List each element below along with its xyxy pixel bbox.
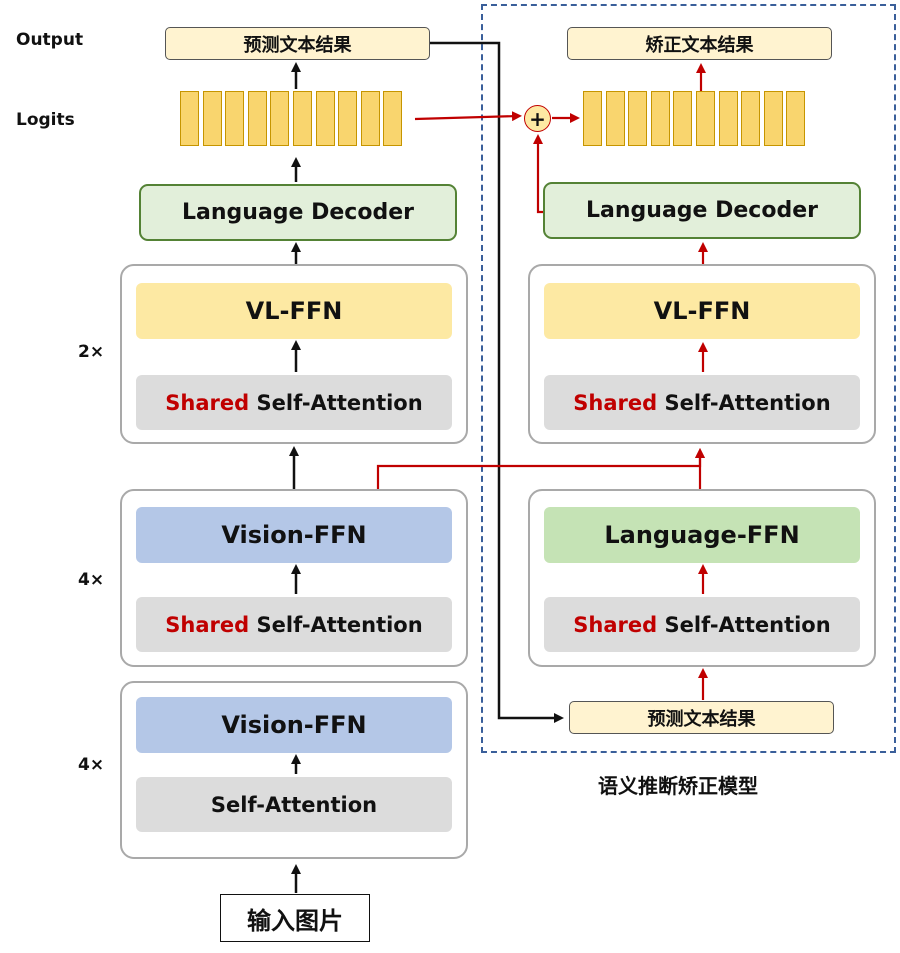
logit-cell [338, 91, 358, 146]
logits-label: Logits [16, 110, 75, 130]
repeat-label-2x: 2× [78, 342, 105, 362]
left-vision-ffn-1: Vision-FFN [136, 507, 452, 563]
repeat-label-4x-upper: 4× [78, 570, 105, 590]
logit-cell [741, 91, 761, 146]
right-shared-self-attention-1: Shared Self-Attention [544, 375, 860, 430]
plus-node: + [524, 105, 551, 132]
left-shared-self-attention-2: Shared Self-Attention [136, 597, 452, 652]
logit-cell [718, 91, 738, 146]
shared-word: Shared [165, 390, 250, 415]
right-input-box: 预测文本结果 [569, 701, 834, 734]
left-output-box: 预测文本结果 [165, 27, 430, 60]
self-attention-text: Self-Attention [664, 612, 831, 637]
left-self-attention: Self-Attention [136, 777, 452, 832]
left-shared-self-attention-1: Shared Self-Attention [136, 375, 452, 430]
right-logits [583, 91, 809, 146]
logit-cell [180, 91, 199, 146]
right-language-ffn: Language-FFN [544, 507, 860, 563]
shared-word: Shared [573, 390, 658, 415]
correction-model-caption: 语义推断矫正模型 [598, 774, 758, 798]
self-attention-text: Self-Attention [256, 390, 423, 415]
logit-cell [292, 91, 312, 146]
right-output-box: 矫正文本结果 [567, 27, 832, 60]
logit-cell [247, 91, 267, 146]
logit-cell [605, 91, 625, 146]
logit-cell [202, 91, 222, 146]
repeat-label-4x-lower: 4× [78, 755, 105, 775]
logit-cell [383, 91, 403, 146]
shared-word: Shared [573, 612, 658, 637]
shared-word: Shared [165, 612, 250, 637]
logit-cell [695, 91, 715, 146]
input-image-box: 输入图片 [220, 894, 370, 942]
self-attention-text: Self-Attention [664, 390, 831, 415]
output-label: Output [16, 30, 84, 50]
logit-cell [763, 91, 783, 146]
right-vl-ffn: VL-FFN [544, 283, 860, 339]
left-vision-ffn-2: Vision-FFN [136, 697, 452, 753]
right-language-decoder: Language Decoder [543, 182, 861, 239]
left-vl-ffn: VL-FFN [136, 283, 452, 339]
logit-cell [786, 91, 806, 146]
logit-cell [673, 91, 693, 146]
logit-cell [650, 91, 670, 146]
left-language-decoder: Language Decoder [139, 184, 457, 241]
logit-cell [360, 91, 380, 146]
logit-cell [628, 91, 648, 146]
logit-cell [225, 91, 245, 146]
right-shared-self-attention-2: Shared Self-Attention [544, 597, 860, 652]
left-logits [180, 91, 406, 146]
logit-cell [315, 91, 335, 146]
logit-cell [270, 91, 290, 146]
self-attention-text: Self-Attention [256, 612, 423, 637]
logit-cell [583, 91, 602, 146]
